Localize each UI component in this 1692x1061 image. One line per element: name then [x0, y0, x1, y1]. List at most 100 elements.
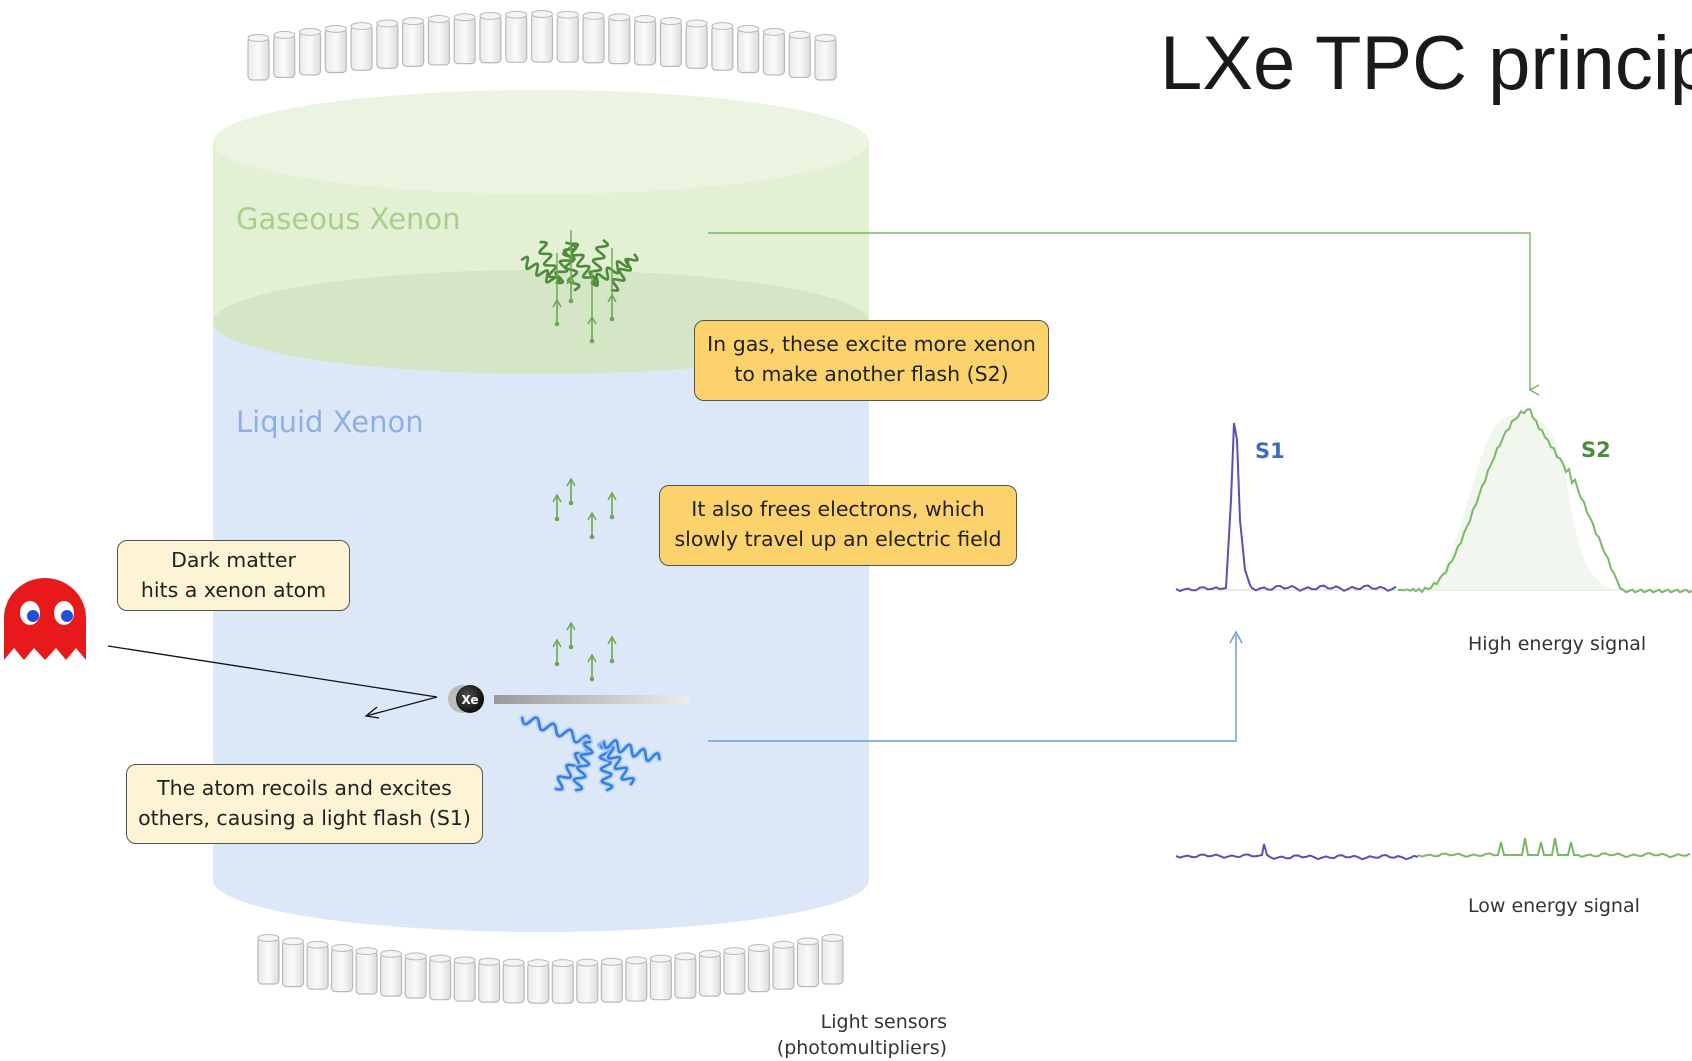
s2-photon-5: [590, 259, 630, 288]
s1-connector-line: [708, 635, 1237, 742]
pmt-bottom-23: [821, 934, 844, 985]
pmt-top-21: [788, 30, 811, 79]
s2-callout-line1: In gas, these excite more xenon: [707, 332, 1036, 356]
pmt-top-6: [402, 17, 425, 67]
electron-1: [566, 477, 576, 506]
cylinder-top-surface: [213, 90, 869, 194]
drifting-electrons: [552, 477, 617, 682]
electrons-callout-line1: It also frees electrons, which: [691, 497, 985, 521]
pmt-top-12: [556, 10, 579, 63]
electrons-callout-line2: slowly travel up an electric field: [674, 527, 1002, 551]
slide-title: LXe TPC princip: [1160, 21, 1692, 106]
pmt-top-19: [737, 24, 760, 74]
pmt-top-3: [324, 24, 347, 74]
s1-callout: The atom recoils and excites others, cau…: [126, 764, 483, 844]
liquid-xenon-label: Liquid Xenon: [236, 405, 424, 439]
high-energy-signal-label: High energy signal: [1468, 633, 1647, 655]
pmt-bottom-5: [380, 949, 403, 997]
pmt-array-top: [247, 10, 837, 81]
s1-photon-2: [572, 740, 594, 792]
pmt-top-18: [711, 22, 734, 71]
s2-photon-7: [610, 253, 639, 292]
pmt-bottom-16: [649, 954, 672, 1001]
pmt-top-17: [685, 19, 708, 69]
pmt-bottom-1: [281, 937, 305, 988]
xenon-atom-label: Xe: [461, 693, 478, 707]
pmt-bottom-13: [576, 958, 599, 1004]
s1-connector-arrowhead: [1229, 630, 1243, 644]
pmt-bottom-12: [551, 959, 574, 1004]
pmt-bottom-9: [478, 957, 501, 1003]
pmt-bottom-18: [698, 949, 721, 997]
pmt-bottom-2: [306, 940, 329, 990]
low-energy-signal-label: Low energy signal: [1468, 895, 1640, 917]
electron-2: [587, 511, 597, 540]
light-sensors-label: Light sensors (photomultipliers): [760, 1009, 947, 1061]
pmt-bottom-10: [502, 958, 525, 1004]
s2-photon-3: [570, 242, 597, 285]
s2-photon-0: [520, 255, 559, 285]
pmt-bottom-22: [796, 937, 820, 988]
pmt-bottom-20: [747, 944, 771, 993]
pmt-bottom-8: [453, 956, 476, 1002]
s1-callout-line2: others, causing a light flash (S1): [138, 806, 471, 830]
s1-photon-5: [602, 739, 661, 763]
xenon-atom: Xe: [448, 685, 484, 713]
s1-callout-line1: The atom recoils and excites: [157, 776, 452, 800]
s2-peak-fill: [1420, 414, 1620, 590]
pmt-bottom-3: [330, 944, 354, 993]
dark-matter-ghost-icon: [4, 578, 86, 660]
pmt-bottom-15: [625, 956, 648, 1002]
pmt-top-13: [582, 11, 605, 64]
pmt-top-14: [608, 13, 631, 65]
pmt-top-4: [350, 22, 373, 71]
pmt-top-8: [453, 13, 476, 65]
pmt-top-1: [273, 30, 296, 79]
dark-matter-callout-line2: hits a xenon atom: [140, 578, 327, 602]
electron-4: [552, 638, 562, 667]
pmt-bottom-0: [257, 934, 280, 985]
light-sensors-line1: Light sensors: [820, 1011, 947, 1033]
light-sensors-line2: (photomultipliers): [776, 1037, 947, 1059]
pmt-top-11: [530, 10, 554, 63]
pmt-bottom-6: [404, 952, 427, 999]
pmt-bottom-21: [772, 940, 795, 990]
gaseous-xenon-label: Gaseous Xenon: [236, 202, 461, 236]
pmt-top-0: [247, 34, 270, 81]
dark-matter-callout-line1: Dark matter: [171, 548, 296, 572]
pmt-top-10: [505, 10, 528, 63]
s2-callout-line2: to make another flash (S2): [734, 362, 1009, 386]
pmt-top-16: [659, 17, 682, 67]
s1-peak-label: S1: [1255, 439, 1285, 463]
s2-trace: [1397, 408, 1692, 594]
high-energy-waveform: [1175, 408, 1692, 594]
pmt-top-20: [762, 27, 786, 76]
electron-5: [566, 621, 576, 650]
electron-6: [587, 653, 597, 682]
electron-0: [552, 493, 562, 522]
trajectory-arrowhead: [364, 706, 380, 719]
pmt-array-bottom: [257, 934, 844, 1004]
s2-callout: In gas, these excite more xenon to make …: [694, 320, 1049, 401]
dark-matter-trajectory: [107, 645, 438, 717]
pmt-top-2: [298, 27, 322, 76]
pmt-top-7: [427, 15, 451, 66]
s1-trace: [1175, 422, 1397, 593]
pmt-bottom-7: [429, 954, 452, 1001]
pmt-bottom-4: [355, 947, 378, 995]
low-energy-s2-trace: [1417, 837, 1691, 859]
dark-matter-callout: Dark matter hits a xenon atom: [117, 540, 350, 611]
s1-photons: [519, 714, 663, 794]
electrons-callout: It also frees electrons, which slowly tr…: [659, 485, 1017, 566]
recoil-trail: [494, 695, 689, 704]
pmt-top-9: [479, 11, 502, 64]
s2-photon-1: [538, 240, 562, 285]
electron-3: [607, 491, 617, 520]
s2-peak-label: S2: [1581, 438, 1611, 462]
low-energy-s1-trace: [1175, 843, 1419, 861]
electron-7: [607, 635, 617, 664]
pmt-top-22: [814, 34, 837, 81]
s2-photons: [520, 230, 639, 344]
pmt-bottom-14: [600, 957, 623, 1003]
